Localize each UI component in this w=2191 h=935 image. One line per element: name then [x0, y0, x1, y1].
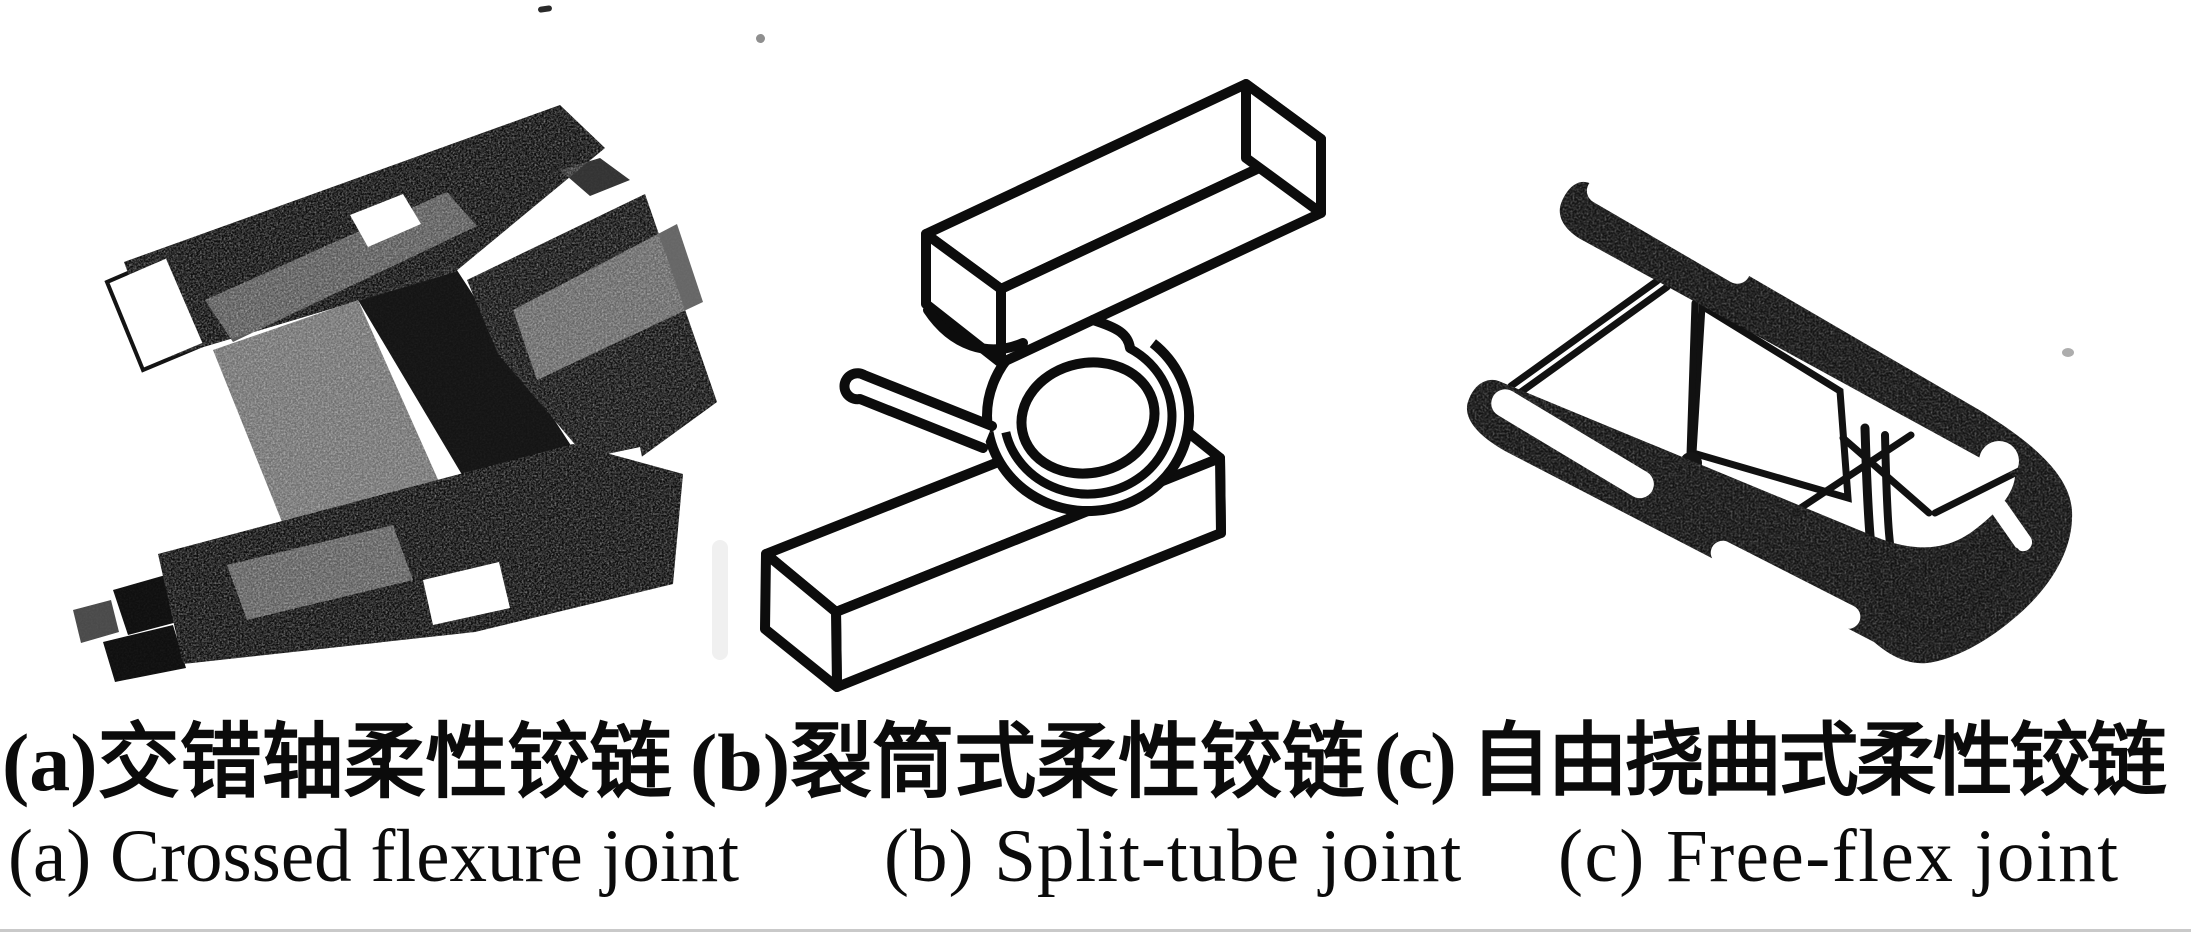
caption-en-split-tube: (b) Split-tube joint [884, 815, 1463, 898]
page-rule [0, 929, 2191, 932]
caption-en-free-flex: (c) Free-flex joint [1558, 815, 2120, 898]
caption-zh-split-tube: (b)裂筒式柔性铰链 [690, 717, 1365, 808]
caption-zh-crossed-flexure: (a)交错轴柔性铰链 [2, 717, 672, 808]
split-tab [839, 368, 997, 453]
split-tube-ring [982, 321, 1195, 517]
caption-en-crossed-flexure: (a) Crossed flexure joint [8, 815, 740, 898]
upper-bar [921, 79, 1326, 368]
scan-smudge [712, 540, 728, 660]
scan-speckle [756, 34, 765, 43]
caption-zh-free-flex: (c) 自由挠曲式柔性铰链 [1374, 718, 2167, 806]
split-tube-joint-drawing [760, 79, 1326, 692]
scan-speckle [2062, 348, 2074, 357]
crossed-flexure-joint-photo [55, 10, 720, 715]
inner-flexure-web [1507, 277, 2023, 579]
neck-curves [923, 305, 1135, 355]
free-flex-joint-drawing [1466, 177, 2073, 664]
